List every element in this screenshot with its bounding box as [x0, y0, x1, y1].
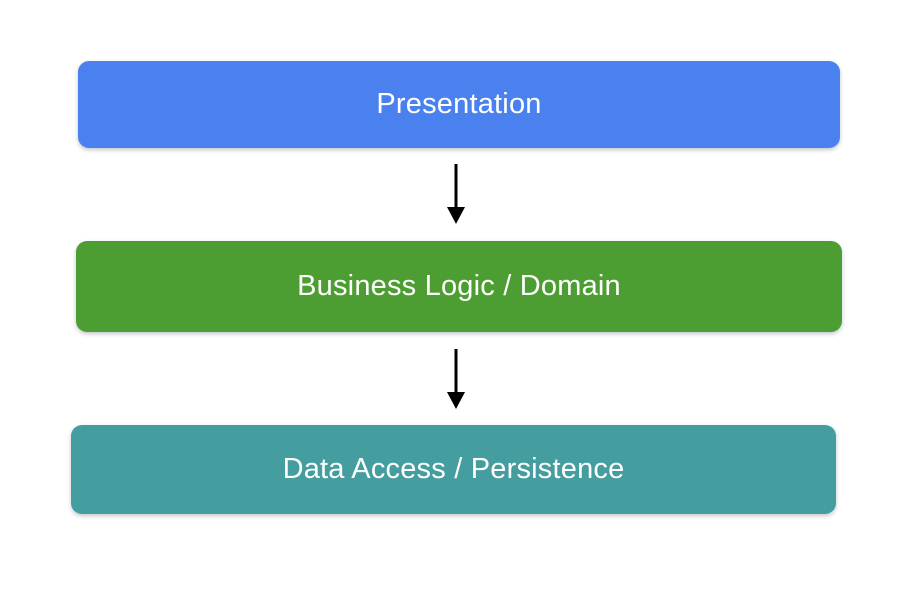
down-arrow-icon: [447, 349, 465, 409]
flow-arrow-presentation-to-business: [445, 163, 467, 225]
layer-label-data-access: Data Access / Persistence: [282, 453, 625, 485]
flow-arrow-business-to-data: [445, 348, 467, 410]
down-arrow-icon: [447, 164, 465, 224]
layer-label-business-logic: Business Logic / Domain: [297, 270, 621, 302]
layer-label-presentation: Presentation: [376, 88, 542, 120]
layer-box-business-logic: Business Logic / Domain: [76, 241, 842, 332]
layer-box-presentation: Presentation: [78, 61, 840, 148]
layer-box-data-access: Data Access / Persistence: [71, 425, 836, 514]
